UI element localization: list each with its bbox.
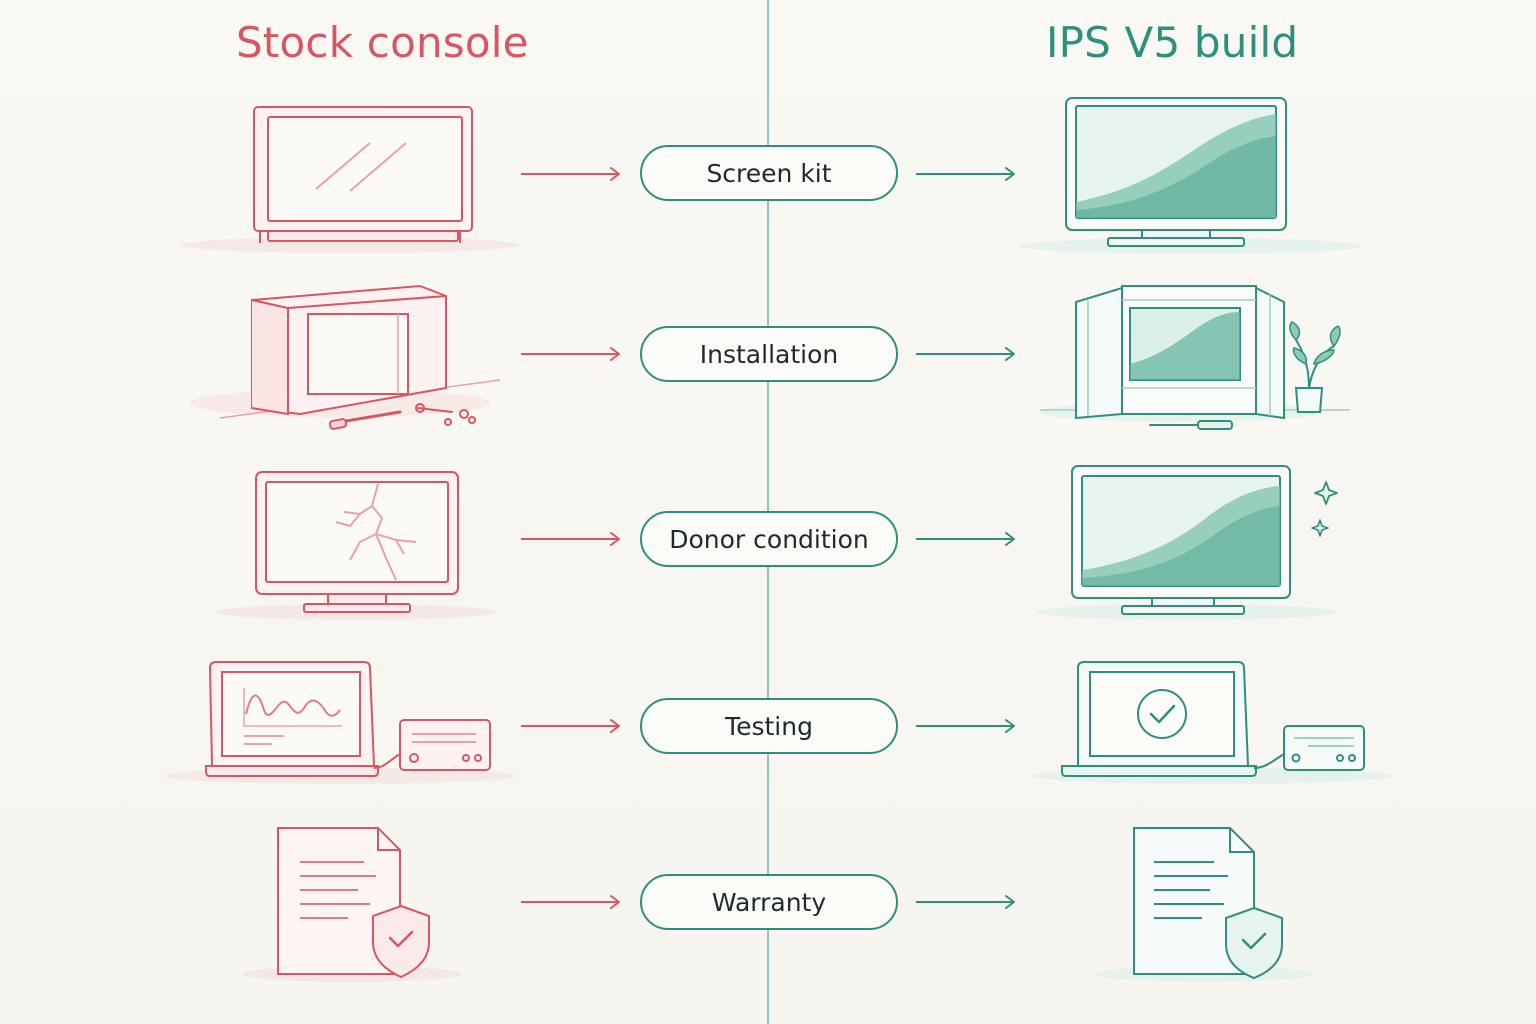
row-label-installation: Installation [640,326,898,382]
left-arrow-icon [521,167,620,181]
left-arrow-icon [521,895,620,909]
row-label-warranty: Warranty [640,874,898,930]
stock-console-heading: Stock console [236,18,529,67]
installed-shell-with-plant-icon [1040,285,1350,430]
row-label-testing: Testing [640,698,898,754]
laptop-checkmark-icon [1032,661,1392,784]
cracked-screen-icon [216,471,496,620]
row-label-donor-condition: Donor condition [640,511,898,567]
right-arrow-icon [916,167,1015,181]
ips-screen-icon [1018,97,1362,254]
sparkling-screen-icon [1036,465,1338,620]
right-arrow-icon [916,347,1015,361]
document-shield-icon [242,827,462,982]
left-arrow-icon [521,347,620,361]
left-arrow-icon [521,719,620,733]
ips-v5-build-heading: IPS V5 build [1046,18,1299,67]
document-shield-icon [1094,827,1314,982]
row-label-screen-kit: Screen kit [640,145,898,201]
left-arrow-icon [521,532,620,546]
stock-screen-icon [180,106,520,253]
right-arrow-icon [916,532,1015,546]
laptop-waveform-icon [164,661,516,784]
open-shell-with-tools-icon [190,284,501,430]
right-arrow-icon [916,719,1015,733]
right-arrow-icon [916,895,1015,909]
